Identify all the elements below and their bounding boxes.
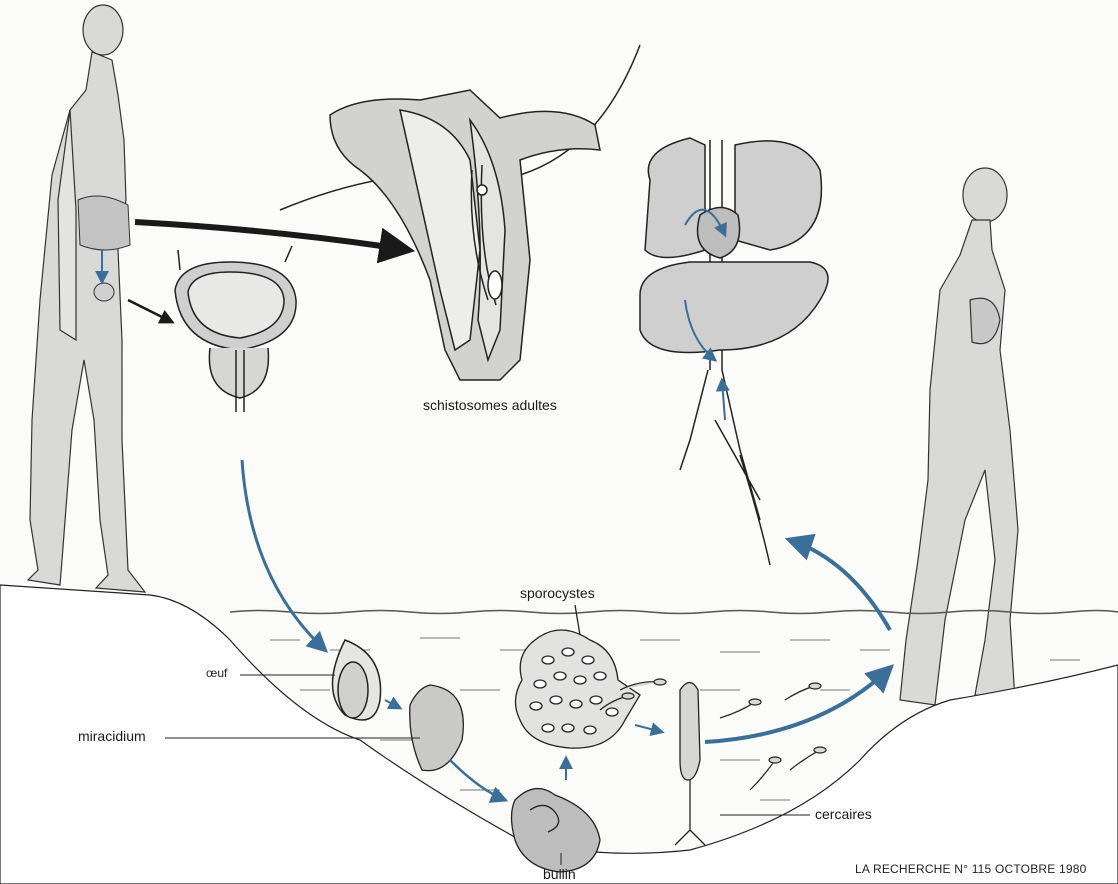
- water-surface: [230, 611, 1118, 614]
- to-adult-worms-arrow: [135, 222, 408, 250]
- miracidium-illustration: [410, 685, 464, 771]
- cercaria-illustration: [675, 683, 705, 846]
- egg-illustration: [333, 640, 381, 720]
- label-sporocysts: sporocystes: [520, 585, 595, 601]
- label-snail: bullin: [543, 866, 576, 882]
- sporocysts-illustration: [515, 605, 640, 748]
- right-human-figure: [900, 168, 1018, 705]
- organs-illustration: [640, 138, 828, 565]
- label-cercariae: cercaires: [815, 806, 872, 822]
- vessel-flow-arrow: [722, 380, 725, 420]
- sporocysts-to-cercaria-arrow: [635, 725, 662, 732]
- cercaria-to-human-arrow: [705, 668, 890, 742]
- source-footer: LA RECHERCHE N° 115 OCTOBRE 1980: [855, 862, 1087, 876]
- left-kidney: [78, 196, 130, 250]
- label-adult-worms: schistosomes adultes: [423, 397, 557, 413]
- egg-release-arrow: [242, 460, 325, 650]
- skin-to-vessels-arrow: [790, 540, 890, 630]
- to-bladder-arrow: [128, 300, 172, 322]
- miracidium-to-snail-arrow: [450, 760, 505, 800]
- adult-worms-illustration: [280, 45, 640, 380]
- left-bladder-small: [94, 283, 114, 301]
- swimming-cercariae: [600, 679, 826, 790]
- label-miracidium: miracidium: [78, 728, 146, 744]
- label-egg: œuf: [206, 666, 227, 680]
- bladder-detail: [175, 246, 296, 412]
- left-human-figure: [28, 5, 145, 592]
- egg-to-miracidium-arrow: [385, 700, 400, 708]
